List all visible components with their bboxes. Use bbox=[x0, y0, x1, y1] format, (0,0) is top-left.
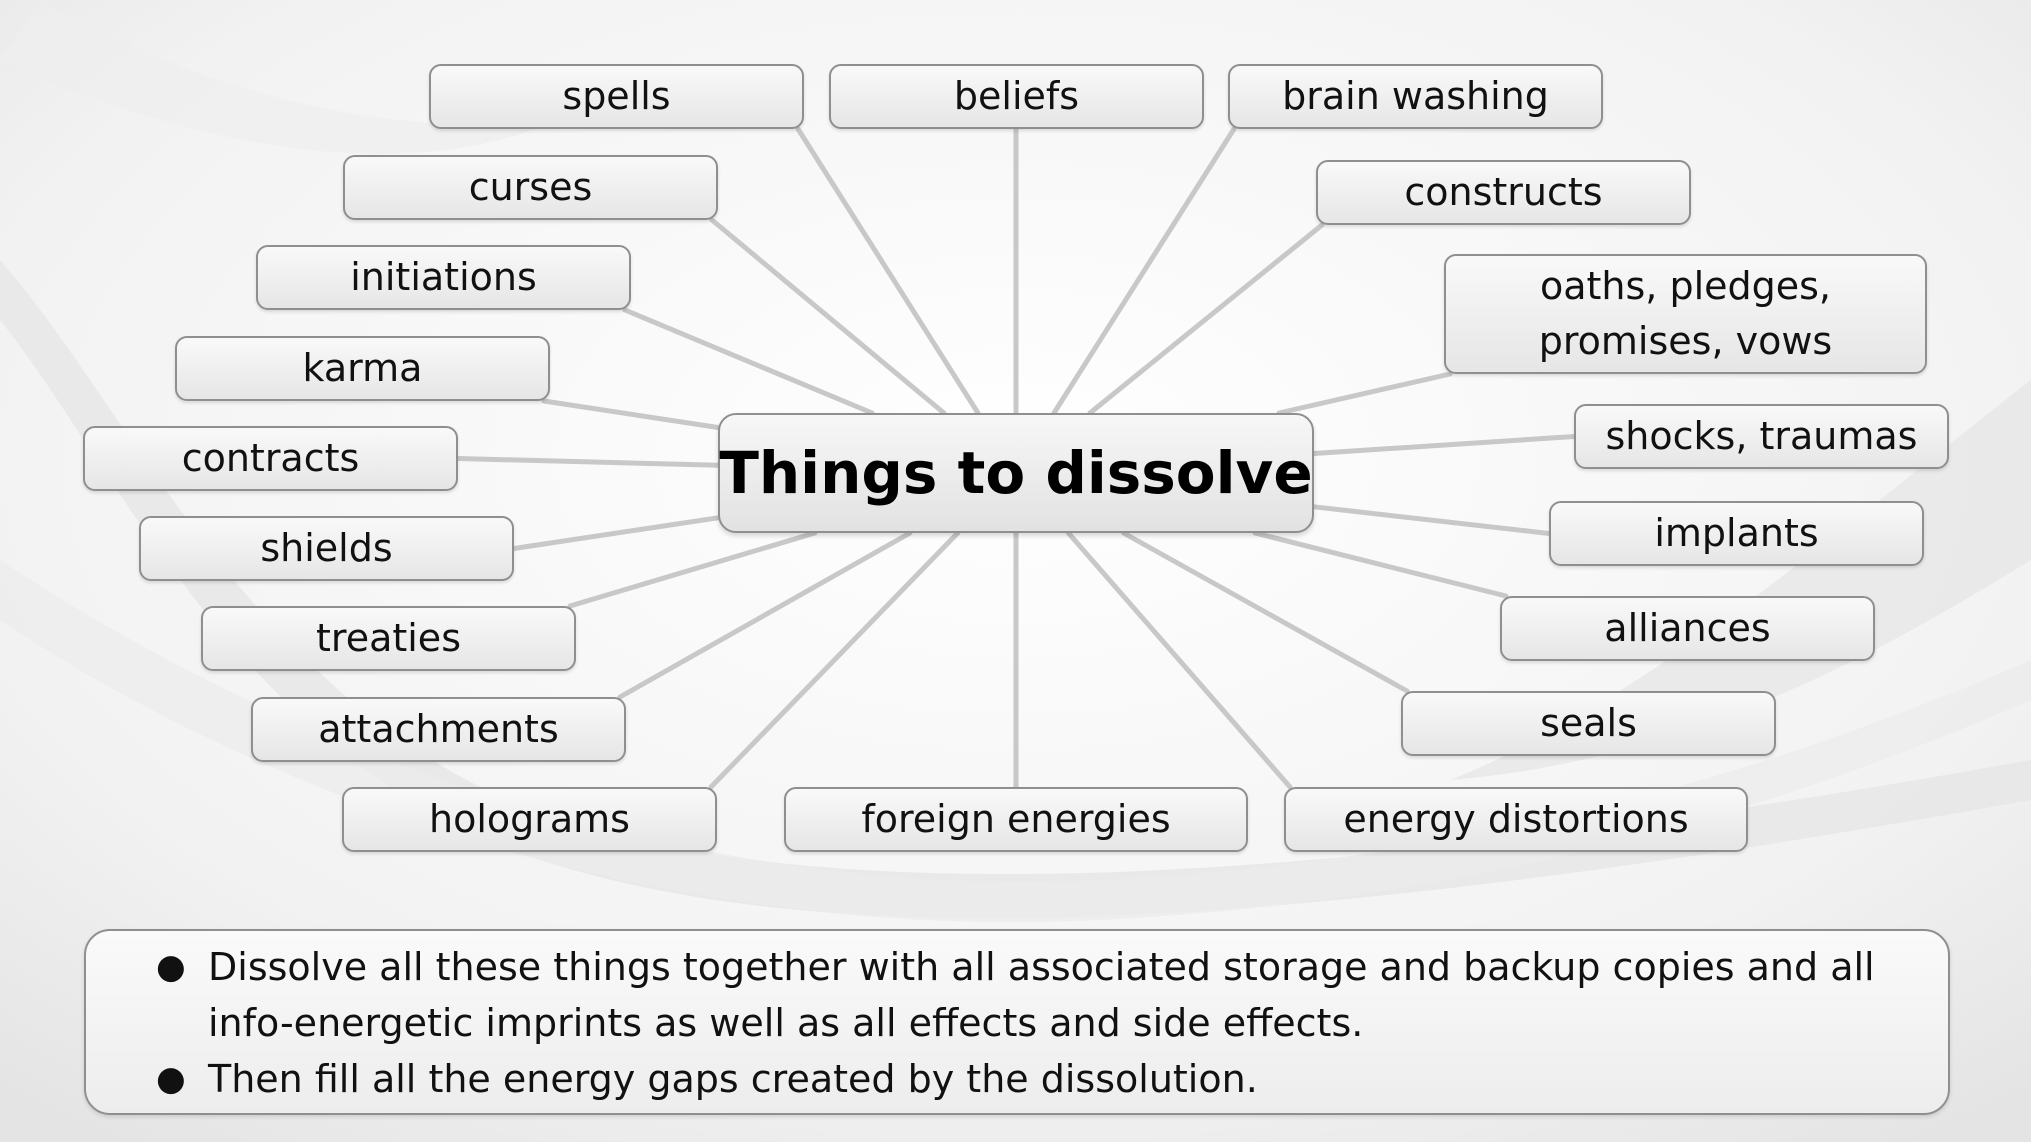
connector-holograms bbox=[708, 530, 961, 790]
node-spells: spells bbox=[429, 64, 804, 129]
connector-energy-distortions bbox=[1065, 530, 1293, 790]
note-item: ● Then fill all the energy gaps created … bbox=[126, 1051, 1908, 1107]
node-beliefs: beliefs bbox=[829, 64, 1204, 129]
connector-shocks-traumas bbox=[1311, 434, 1577, 456]
note-item: ● Dissolve all these things together wit… bbox=[126, 939, 1908, 1051]
connector-brain-washing bbox=[1051, 126, 1237, 416]
connector-contracts bbox=[455, 456, 721, 468]
connector-implants bbox=[1311, 504, 1552, 536]
connector-alliances bbox=[1252, 530, 1509, 599]
hub-title: Things to dissolve bbox=[718, 413, 1314, 533]
node-energy-distortions: energy distortions bbox=[1284, 787, 1748, 852]
node-oaths-pledges-promises-vows: oaths, pledges, promises, vows bbox=[1444, 254, 1927, 374]
connector-constructs bbox=[1087, 222, 1325, 416]
node-implants: implants bbox=[1549, 501, 1924, 566]
bullet-icon: ● bbox=[156, 947, 186, 987]
node-attachments: attachments bbox=[251, 697, 626, 762]
node-karma: karma bbox=[175, 336, 550, 401]
connector-treaties bbox=[567, 530, 818, 609]
connector-initiations bbox=[622, 307, 875, 416]
connector-spells bbox=[795, 126, 981, 416]
node-contracts: contracts bbox=[83, 426, 458, 491]
notes-list: ● Dissolve all these things together wit… bbox=[126, 939, 1908, 1107]
notes-box: ● Dissolve all these things together wit… bbox=[84, 929, 1950, 1115]
connector-seals bbox=[1121, 530, 1410, 694]
node-shields: shields bbox=[139, 516, 514, 581]
node-initiations: initiations bbox=[256, 245, 631, 310]
node-brain-washing: brain washing bbox=[1228, 64, 1603, 129]
node-constructs: constructs bbox=[1316, 160, 1691, 225]
node-shocks-traumas: shocks, traumas bbox=[1574, 404, 1949, 469]
note-text: Dissolve all these things together with … bbox=[208, 945, 1875, 1045]
connector-karma bbox=[541, 398, 721, 430]
bullet-icon: ● bbox=[156, 1059, 186, 1099]
node-holograms: holograms bbox=[342, 787, 717, 852]
node-alliances: alliances bbox=[1500, 596, 1875, 661]
node-curses: curses bbox=[343, 155, 718, 220]
node-seals: seals bbox=[1401, 691, 1776, 756]
node-treaties: treaties bbox=[201, 606, 576, 671]
note-text: Then fill all the energy gaps created by… bbox=[208, 1057, 1258, 1101]
connector-curses bbox=[709, 217, 947, 416]
connector-shields bbox=[511, 515, 721, 551]
node-foreign-energies: foreign energies bbox=[784, 787, 1248, 852]
connector-oaths-pledges-promises-vows bbox=[1276, 371, 1453, 416]
connector-attachments bbox=[617, 530, 913, 700]
